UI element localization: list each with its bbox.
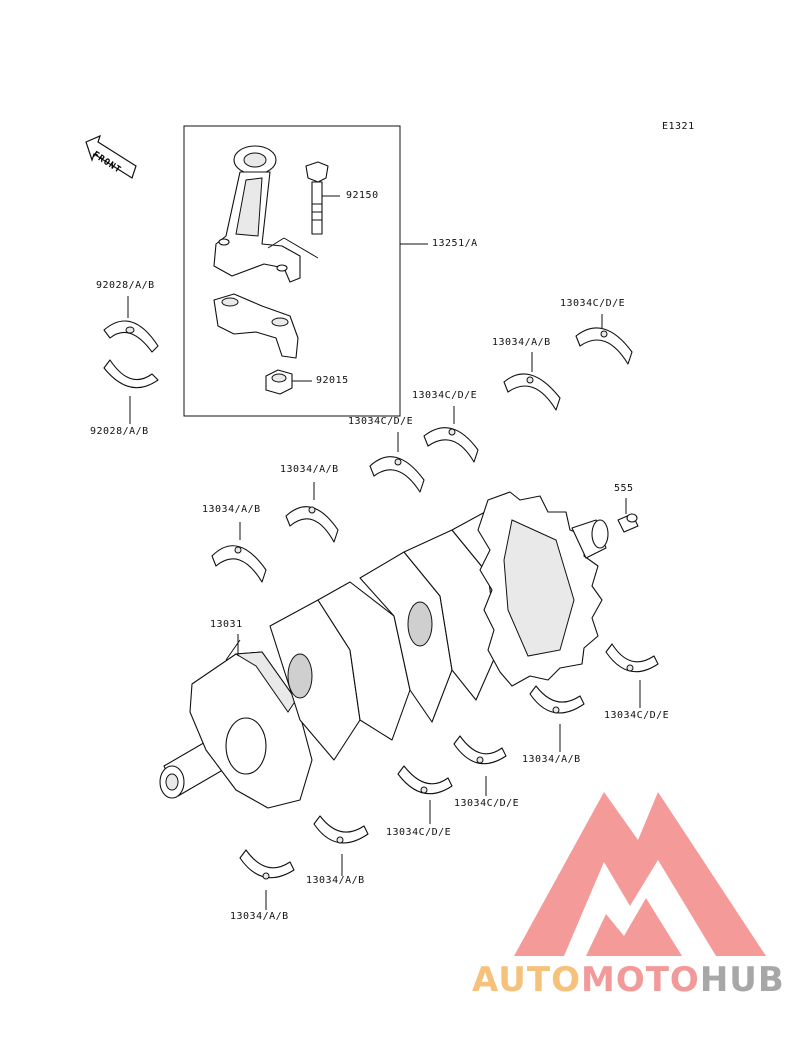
brand-moto: MOTO	[580, 960, 700, 1000]
brand-hub: HUB	[699, 960, 785, 1000]
crankshaft-part	[159, 491, 609, 809]
bearing-92028-bottom	[103, 359, 159, 389]
conrod-bolt-part	[305, 161, 329, 235]
label-13034ab-f: 13034/A/B	[230, 911, 289, 922]
bearing-92028-top	[103, 320, 159, 353]
label-92028-bottom: 92028/A/B	[90, 426, 149, 437]
dowel-pin-part	[617, 513, 639, 533]
label-13251: 13251/A	[432, 238, 478, 249]
front-arrow-icon	[85, 134, 137, 179]
diagram-code: E1321	[662, 121, 695, 132]
watermark-brand: AUTOMOTOHUB	[472, 963, 785, 997]
label-13034ab-e: 13034/A/B	[306, 875, 365, 886]
conrod-group-frame	[183, 125, 401, 417]
label-13034cde-f: 13034C/D/E	[386, 827, 452, 838]
label-555: 555	[614, 483, 634, 494]
label-13034ab-a: 13034/A/B	[492, 337, 551, 348]
label-92015: 92015	[316, 375, 349, 386]
label-13034cde-c: 13034C/D/E	[348, 416, 414, 427]
nut-part	[265, 369, 293, 395]
brand-auto: AUTO	[472, 960, 581, 1000]
label-13034cde-d: 13034C/D/E	[604, 710, 670, 721]
label-13031: 13031	[210, 619, 243, 630]
label-13034ab-b: 13034/A/B	[280, 464, 339, 475]
automotohub-logo-icon	[514, 792, 766, 956]
rod-cap-part	[213, 293, 299, 359]
label-92028-top: 92028/A/B	[96, 280, 155, 291]
label-13034ab-c: 13034/A/B	[202, 504, 261, 515]
label-13034ab-d: 13034/A/B	[522, 754, 581, 765]
label-13034cde-e: 13034C/D/E	[454, 798, 520, 809]
bearing-shell-row-upper	[211, 327, 633, 583]
connecting-rod-part	[213, 145, 301, 283]
label-92150: 92150	[346, 190, 379, 201]
bearing-shell-row-lower	[239, 643, 659, 880]
label-13034cde-b: 13034C/D/E	[412, 390, 478, 401]
label-13034cde-a: 13034C/D/E	[560, 298, 626, 309]
